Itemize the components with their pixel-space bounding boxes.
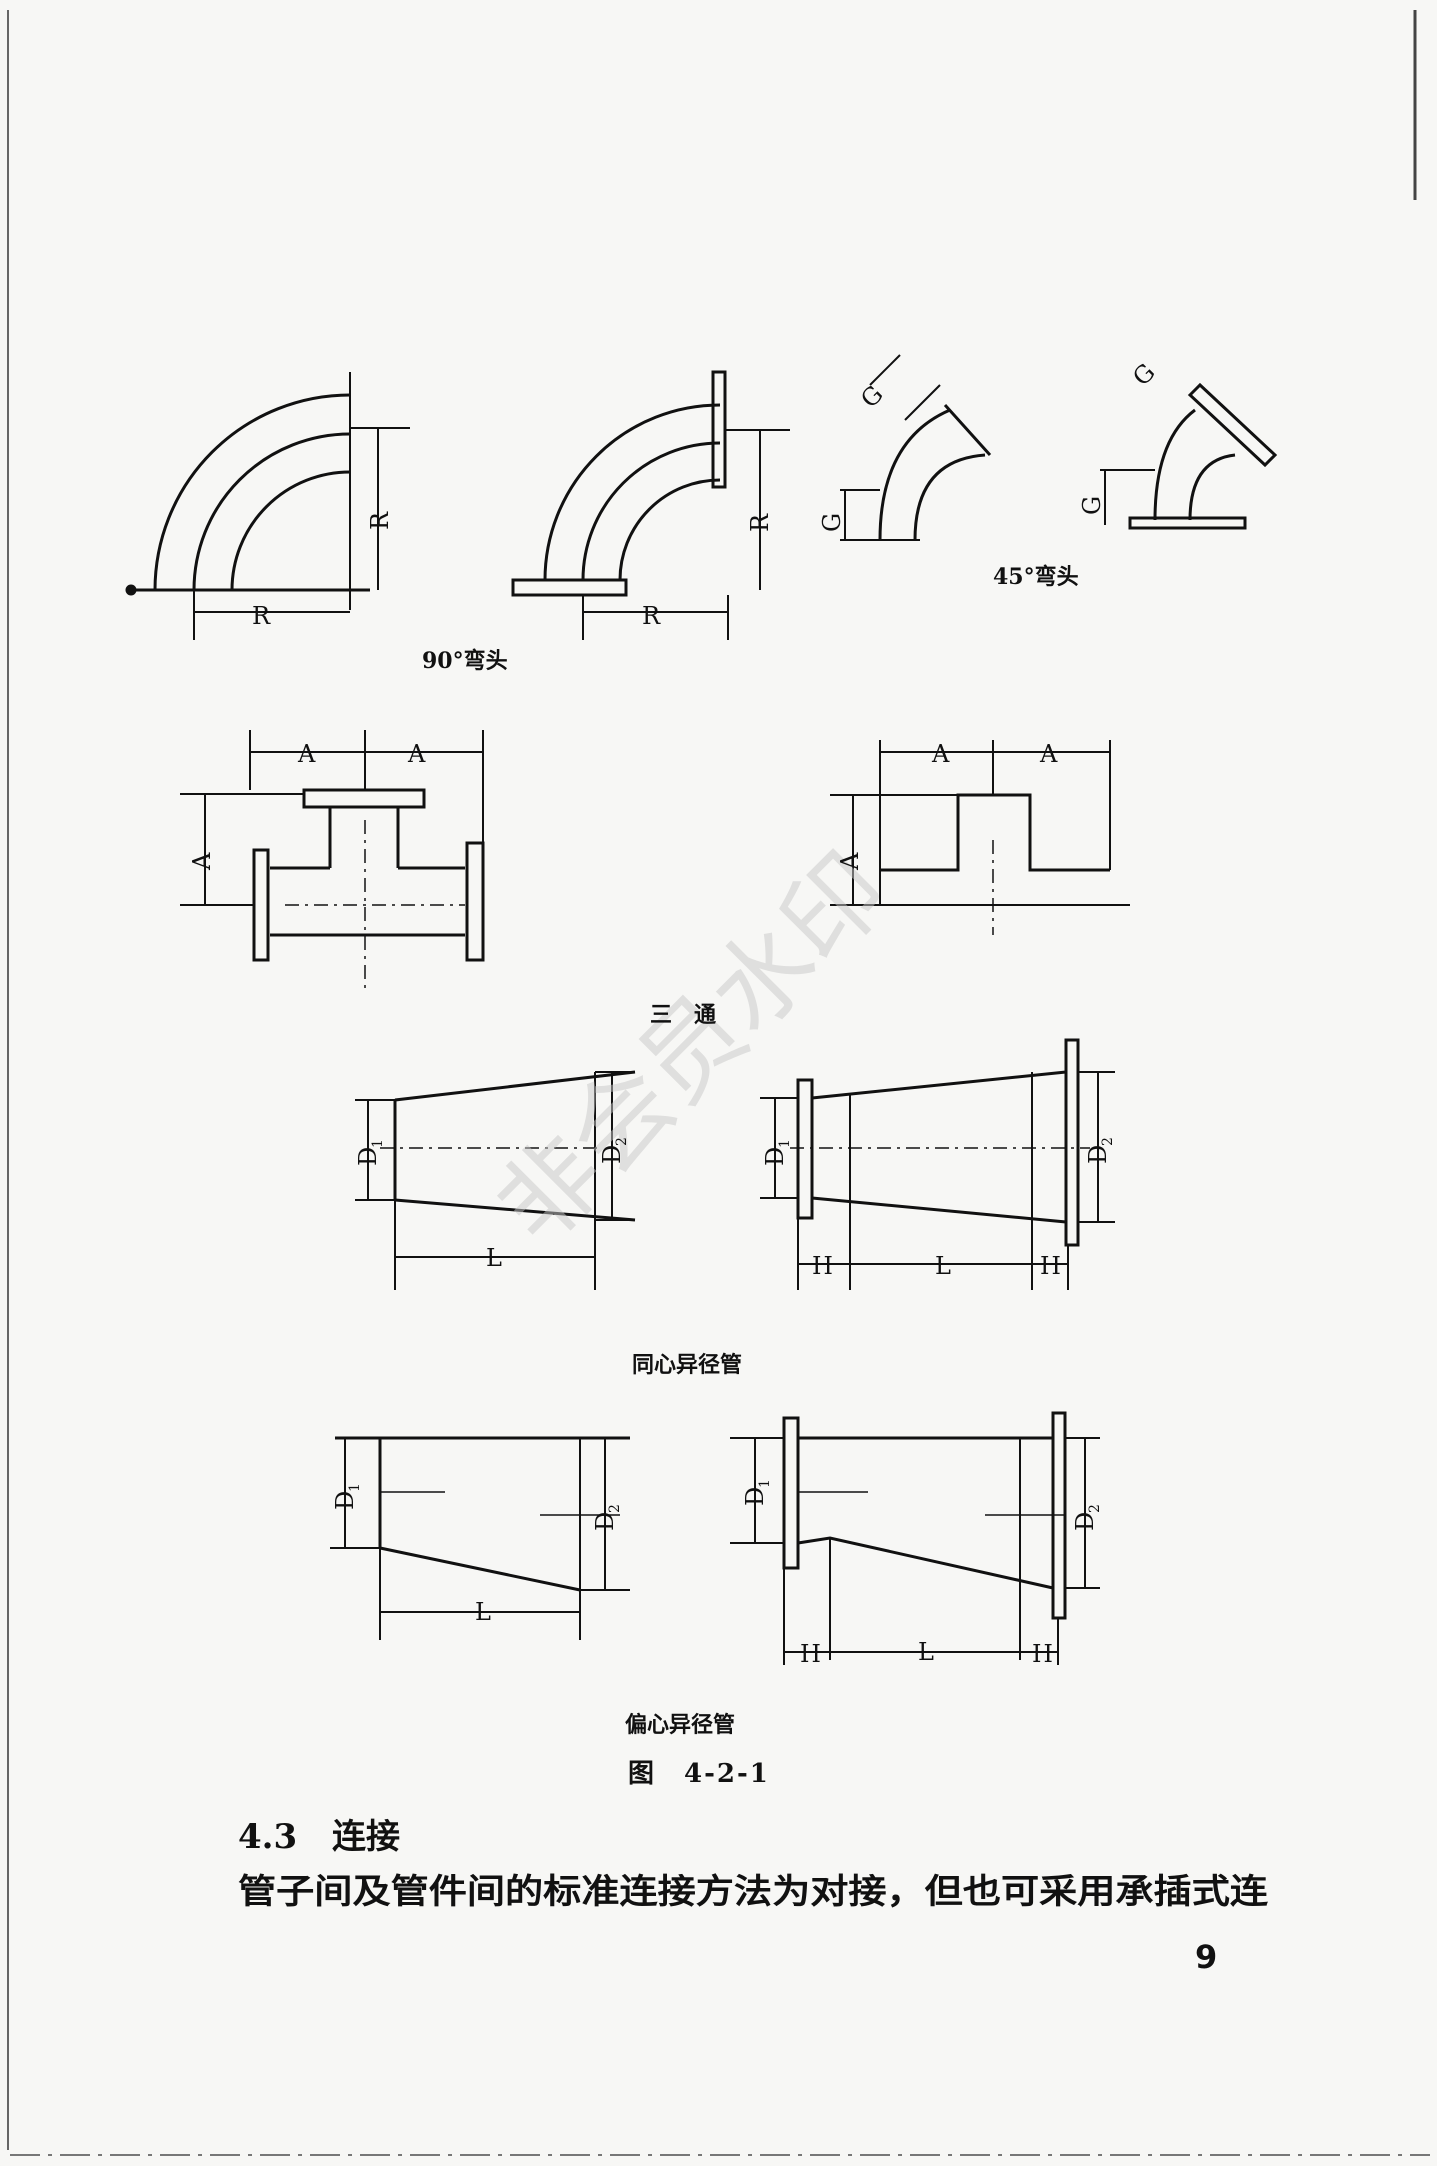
dim-label-d1: D 1 bbox=[331, 1483, 363, 1510]
svg-text:D: D bbox=[598, 1145, 626, 1164]
caption-elbow-45: 45°弯头 bbox=[993, 564, 1079, 590]
caption-elbow-90: 90°弯头 bbox=[422, 648, 508, 674]
dim-label-d1: D 1 bbox=[741, 1479, 773, 1506]
dim-label-l: L bbox=[486, 1244, 502, 1272]
body-paragraph: 管子间及管件间的标准连接方法为对接，但也可采用承插式连 bbox=[238, 1872, 1269, 1912]
svg-text:1: 1 bbox=[347, 1483, 363, 1492]
svg-text:2: 2 bbox=[1087, 1504, 1103, 1513]
dim-label-a: A bbox=[836, 852, 864, 871]
dim-label-d1: D 1 bbox=[761, 1139, 793, 1166]
dim-label-l: L bbox=[475, 1598, 491, 1626]
dim-label-r: R bbox=[366, 511, 394, 530]
svg-text:D: D bbox=[1071, 1512, 1099, 1531]
dim-label-r: R bbox=[252, 602, 271, 630]
tee-plain bbox=[830, 740, 1130, 935]
eccentric-reducer-plain bbox=[330, 1436, 630, 1640]
svg-text:D: D bbox=[354, 1147, 382, 1166]
elbow-90-plain bbox=[125, 372, 410, 640]
dim-label-h: H bbox=[800, 1640, 821, 1668]
dim-label-h: H bbox=[812, 1252, 833, 1280]
dim-label-r: R bbox=[746, 513, 774, 532]
dim-label-d2: D 2 bbox=[1071, 1504, 1103, 1531]
dim-label-d2: D 2 bbox=[1084, 1137, 1116, 1164]
dim-label-d1: D 1 bbox=[354, 1139, 386, 1166]
dim-label-a: A bbox=[188, 852, 216, 871]
svg-text:D: D bbox=[741, 1487, 769, 1506]
svg-text:D: D bbox=[591, 1512, 619, 1531]
svg-text:D: D bbox=[331, 1491, 359, 1510]
caption-tee: 三 通 bbox=[650, 1002, 716, 1028]
dim-label-g: G bbox=[1127, 358, 1160, 391]
dim-label-r: R bbox=[642, 602, 661, 630]
svg-text:1: 1 bbox=[777, 1139, 793, 1148]
svg-text:D: D bbox=[1084, 1145, 1112, 1164]
page-number: 9 bbox=[1195, 1938, 1217, 1976]
dim-label-d2: D 2 bbox=[598, 1137, 630, 1164]
elbow-45-plain bbox=[840, 354, 992, 541]
section-title: 连接 bbox=[332, 1817, 400, 1857]
section-number: 4.3 bbox=[238, 1817, 297, 1857]
svg-text:2: 2 bbox=[614, 1137, 630, 1146]
dim-label-h: H bbox=[1032, 1640, 1053, 1668]
dim-label-g: G bbox=[1078, 496, 1106, 515]
dim-label-a: A bbox=[407, 740, 426, 768]
figure-caption: 图 4-2-1 bbox=[628, 1759, 770, 1789]
dim-label-a: A bbox=[931, 740, 950, 768]
dim-label-l: L bbox=[918, 1638, 934, 1666]
svg-text:D: D bbox=[761, 1147, 789, 1166]
dim-label-d2: D 2 bbox=[591, 1504, 623, 1531]
svg-text:2: 2 bbox=[607, 1504, 623, 1513]
dim-label-h: H bbox=[1040, 1252, 1061, 1280]
tee-flanged bbox=[180, 730, 485, 990]
caption-concentric-reducer: 同心异径管 bbox=[632, 1352, 742, 1378]
svg-text:2: 2 bbox=[1100, 1137, 1116, 1146]
dim-label-g: G bbox=[818, 513, 846, 532]
svg-text:1: 1 bbox=[757, 1479, 773, 1488]
elbow-45-flanged bbox=[1100, 382, 1278, 530]
caption-eccentric-reducer: 偏心异径管 bbox=[625, 1712, 735, 1738]
dim-label-a: A bbox=[297, 740, 316, 768]
dim-label-g: G bbox=[855, 380, 888, 413]
eccentric-reducer-flanged bbox=[730, 1411, 1100, 1665]
dim-label-a: A bbox=[1039, 740, 1058, 768]
elbow-90-flanged bbox=[511, 370, 790, 640]
concentric-reducer-plain bbox=[355, 1070, 636, 1290]
dim-label-l: L bbox=[935, 1252, 951, 1280]
svg-text:1: 1 bbox=[370, 1139, 386, 1148]
concentric-reducer-flanged bbox=[760, 1038, 1115, 1290]
